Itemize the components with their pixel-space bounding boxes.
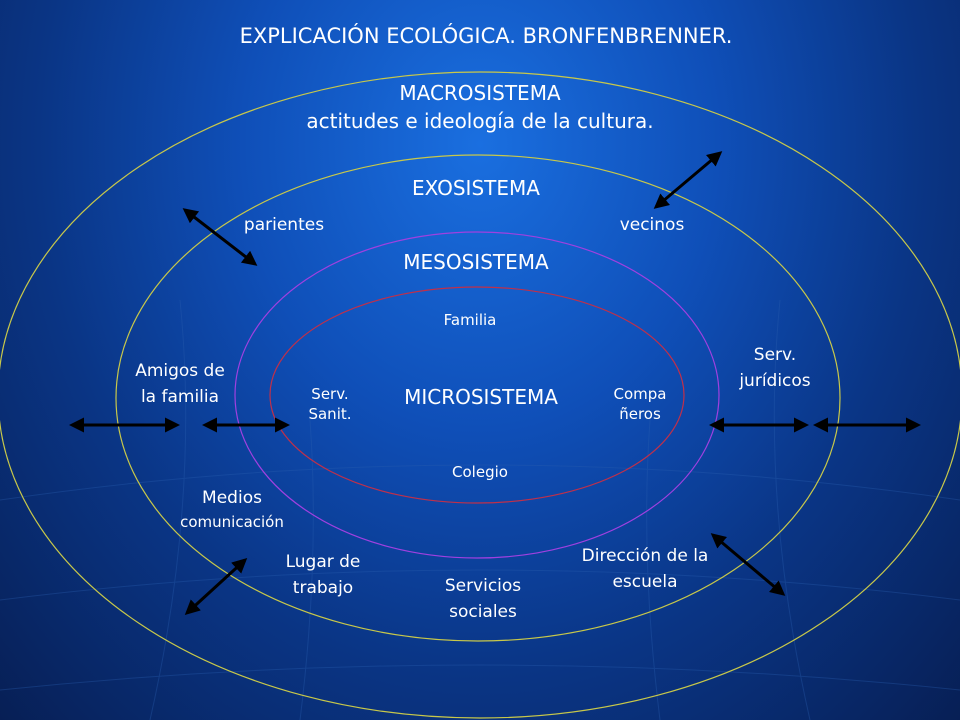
label-amigos-line2: la familia	[140, 387, 220, 407]
macrosystem-label: MACROSISTEMA	[399, 81, 561, 105]
label-lugar-trabajo: Lugar de trabajo	[248, 549, 398, 601]
macrosystem-ring	[0, 71, 960, 719]
label-servicios-sociales: Servicios sociales	[408, 573, 558, 625]
arrow-parientes	[182, 208, 258, 266]
micro-item-colegio: Colegio	[452, 463, 508, 481]
micro-item-companeros-line1: Compa	[613, 385, 667, 403]
micro-item-serv-sanit-line2: Sanit.	[308, 405, 352, 423]
micro-item-familia: Familia	[443, 311, 497, 329]
micro-item-companeros-line2: ñeros	[619, 405, 661, 423]
label-servicios-sociales-line1: Servicios	[444, 576, 522, 596]
arrow-vecinos	[653, 151, 723, 209]
label-servicios-sociales-line2: sociales	[449, 602, 517, 622]
micro-item-serv-sanit-line1: Serv.	[311, 385, 349, 403]
label-lugar-trabajo-line2: trabajo	[292, 578, 354, 598]
label-lugar-trabajo-line1: Lugar de	[285, 552, 361, 572]
mesosystem-ring	[234, 231, 720, 559]
label-direccion-escuela: Dirección de la escuela	[555, 543, 735, 595]
arrow-direccion-escuela	[710, 533, 786, 596]
exo-item-parientes: parientes	[243, 215, 325, 235]
page-title: EXPLICACIÓN ECOLÓGICA. BRONFENBRENNER.	[239, 24, 733, 48]
microsystem-label: MICROSISTEMA	[404, 385, 558, 409]
label-serv-juridicos-line2: jurídicos	[739, 371, 811, 391]
label-serv-juridicos-line1: Serv.	[753, 345, 797, 365]
label-medios-line2: comunicación	[180, 513, 284, 531]
exosystem-label: EXOSISTEMA	[412, 176, 540, 200]
label-direccion-escuela-line2: escuela	[612, 572, 678, 592]
arrow-lugar-trabajo	[184, 557, 248, 616]
label-amigos-line1: Amigos de	[135, 361, 225, 381]
micro-item-companeros: Compa ñeros	[600, 384, 680, 424]
label-medios-line1: Medios	[202, 488, 262, 508]
label-direccion-escuela-line1: Dirección de la	[581, 546, 709, 566]
mesosystem-label: MESOSISTEMA	[403, 250, 549, 274]
label-serv-juridicos: Serv. jurídicos	[700, 342, 850, 394]
exosystem-ring	[115, 154, 841, 642]
label-medios-comunicacion: Medios comunicación	[152, 486, 312, 534]
micro-item-serv-sanit: Serv. Sanit.	[290, 384, 370, 424]
label-amigos-familia: Amigos de la familia	[105, 358, 255, 410]
microsystem-ring	[269, 286, 685, 504]
macrosystem-description: actitudes e ideología de la cultura.	[306, 109, 654, 133]
exo-item-vecinos: vecinos	[619, 215, 685, 235]
